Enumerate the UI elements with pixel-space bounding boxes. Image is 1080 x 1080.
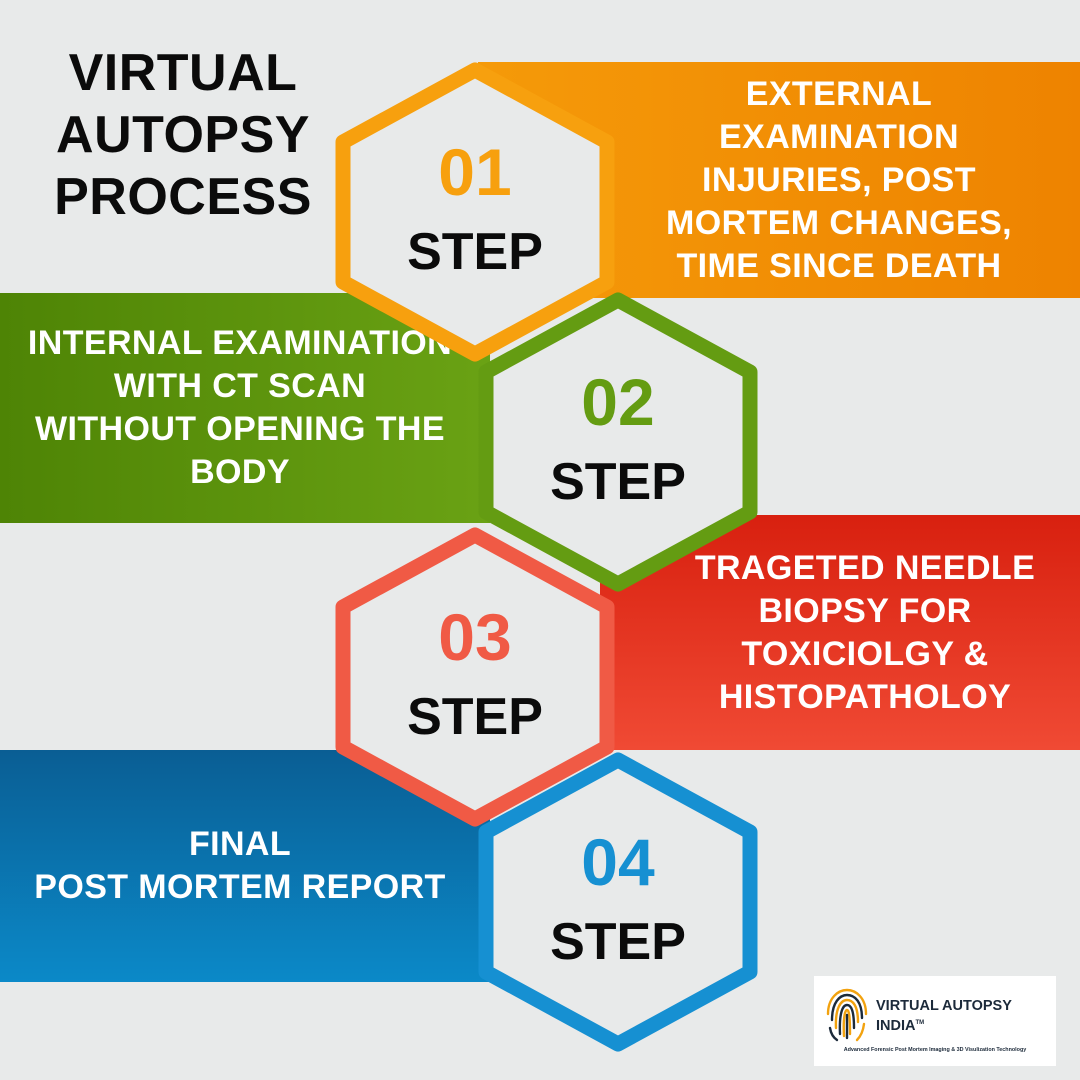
step-4-description: FINAL POST MORTEM REPORT (34, 825, 446, 906)
logo-name-line2: INDIA (876, 1017, 916, 1034)
title-line: AUTOPSY (56, 106, 310, 164)
step-2-band: INTERNAL EXAMINATION WITH CT SCAN WITHOU… (0, 293, 490, 523)
logo-name-line: INDIATM (876, 1015, 1012, 1035)
hexagon-shape (335, 62, 615, 362)
step-4-hexagon: 04 STEP (478, 752, 758, 1052)
page-title: VIRTUAL AUTOPSY PROCESS (28, 42, 338, 228)
step-1-label: STEP (407, 223, 543, 281)
step-3-hexagon: 03 STEP (335, 527, 615, 827)
title-line: VIRTUAL (68, 44, 298, 102)
step-1-description: EXTERNAL EXAMINATION INJURIES, POST MORT… (666, 74, 1012, 285)
brand-logo: VIRTUAL AUTOPSY INDIATM Advanced Forensi… (814, 976, 1056, 1066)
hexagon-shape (478, 292, 758, 592)
fingerprint-icon (826, 988, 868, 1042)
step-1-number: 01 (438, 135, 512, 209)
step-4-label: STEP (550, 913, 686, 971)
step-2-label: STEP (550, 453, 686, 511)
logo-name: VIRTUAL AUTOPSY INDIATM (876, 998, 1012, 1035)
hexagon-shape (335, 527, 615, 827)
step-2-number: 02 (581, 365, 655, 439)
step-2-description: INTERNAL EXAMINATION WITH CT SCAN WITHOU… (27, 324, 453, 491)
step-3-description: TRAGETED NEEDLE BIOPSY FOR TOXICIOLGY & … (694, 548, 1036, 716)
logo-name-line: VIRTUAL AUTOPSY (876, 998, 1012, 1014)
step-1-hexagon: 01 STEP (335, 62, 615, 362)
title-line: PROCESS (54, 168, 312, 226)
step-3-label: STEP (407, 688, 543, 746)
hexagon-shape (478, 752, 758, 1052)
step-2-hexagon: 02 STEP (478, 292, 758, 592)
step-4-number: 04 (581, 825, 655, 899)
logo-tagline: Advanced Forensic Post Mortem Imaging & … (843, 1047, 1027, 1053)
step-3-number: 03 (438, 600, 512, 674)
trademark: TM (915, 1020, 925, 1026)
